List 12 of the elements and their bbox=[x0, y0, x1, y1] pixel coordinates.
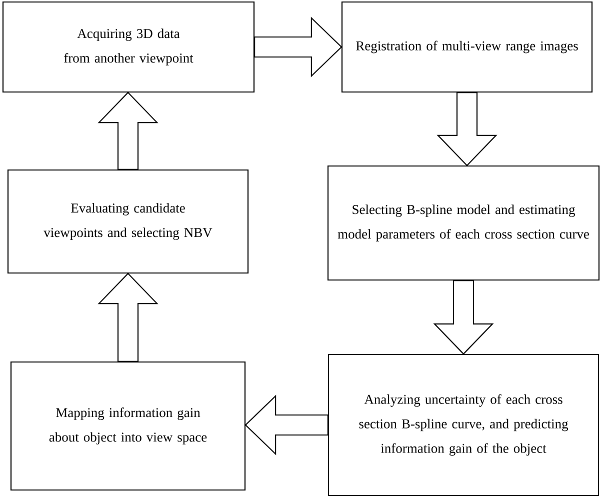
process-box: Registration of multi-view range images bbox=[341, 1, 593, 93]
process-box: Evaluating candidate viewpoints and selecting NBV bbox=[7, 169, 249, 274]
block-arrow bbox=[436, 92, 498, 166]
block-arrow bbox=[254, 16, 342, 78]
process-box: Analyzing uncertainty of each cross section B-spline curve, and predicting information gain of the object bbox=[328, 354, 600, 496]
process-box: Selecting B-spline model and estimating model parameters of each cross section curve bbox=[327, 165, 600, 281]
block-arrow bbox=[98, 272, 158, 362]
block-arrow bbox=[433, 280, 494, 355]
block-arrow bbox=[244, 394, 328, 456]
process-box: Acquiring 3D data from another viewpoint bbox=[2, 1, 255, 93]
process-box: Mapping information gain about object into view space bbox=[10, 361, 246, 491]
block-arrow bbox=[98, 92, 158, 170]
